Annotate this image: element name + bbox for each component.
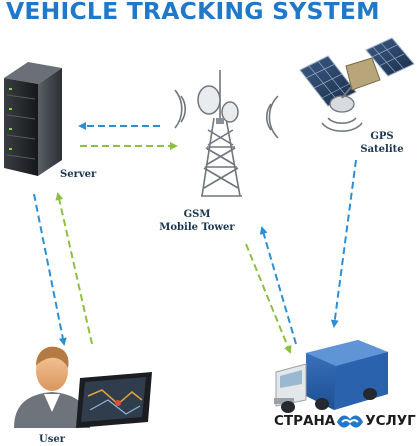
gps-label-line1: GPS bbox=[370, 131, 394, 142]
watermark-left-text: СТРАНА bbox=[274, 413, 336, 429]
satellite-icon bbox=[299, 37, 415, 132]
tablet-icon bbox=[76, 372, 152, 428]
server-label: Server bbox=[60, 169, 97, 180]
gsm-tower-label: GSM Mobile Tower bbox=[152, 208, 242, 234]
server-icon bbox=[4, 62, 62, 176]
watermark-right-text: УСЛУГ bbox=[365, 413, 416, 429]
arrow-truck-to-tower bbox=[259, 226, 297, 345]
diagram-title: VEHICLE TRACKING SYSTEM bbox=[6, 0, 380, 25]
gsm-tower-icon bbox=[174, 70, 279, 197]
arrow-satellite-to-truck bbox=[330, 159, 357, 328]
arrow-server-to-user bbox=[33, 193, 67, 346]
user-label: User bbox=[39, 434, 65, 445]
watermark: СТРАНА УСЛУГ bbox=[274, 410, 416, 432]
truck-icon bbox=[274, 340, 388, 413]
antenna-dish-icon bbox=[197, 85, 239, 124]
gps-label-line2: Satelite bbox=[360, 144, 404, 155]
arrow-user-to-server bbox=[55, 192, 93, 345]
user-icon bbox=[14, 346, 90, 428]
gsm-label-line2: Mobile Tower bbox=[159, 222, 235, 233]
gps-satellite-label: GPS Satelite bbox=[352, 130, 412, 156]
handshake-logo-icon bbox=[335, 410, 365, 432]
gsm-label-line1: GSM bbox=[183, 209, 211, 220]
arrow-tower-to-truck bbox=[245, 243, 292, 354]
